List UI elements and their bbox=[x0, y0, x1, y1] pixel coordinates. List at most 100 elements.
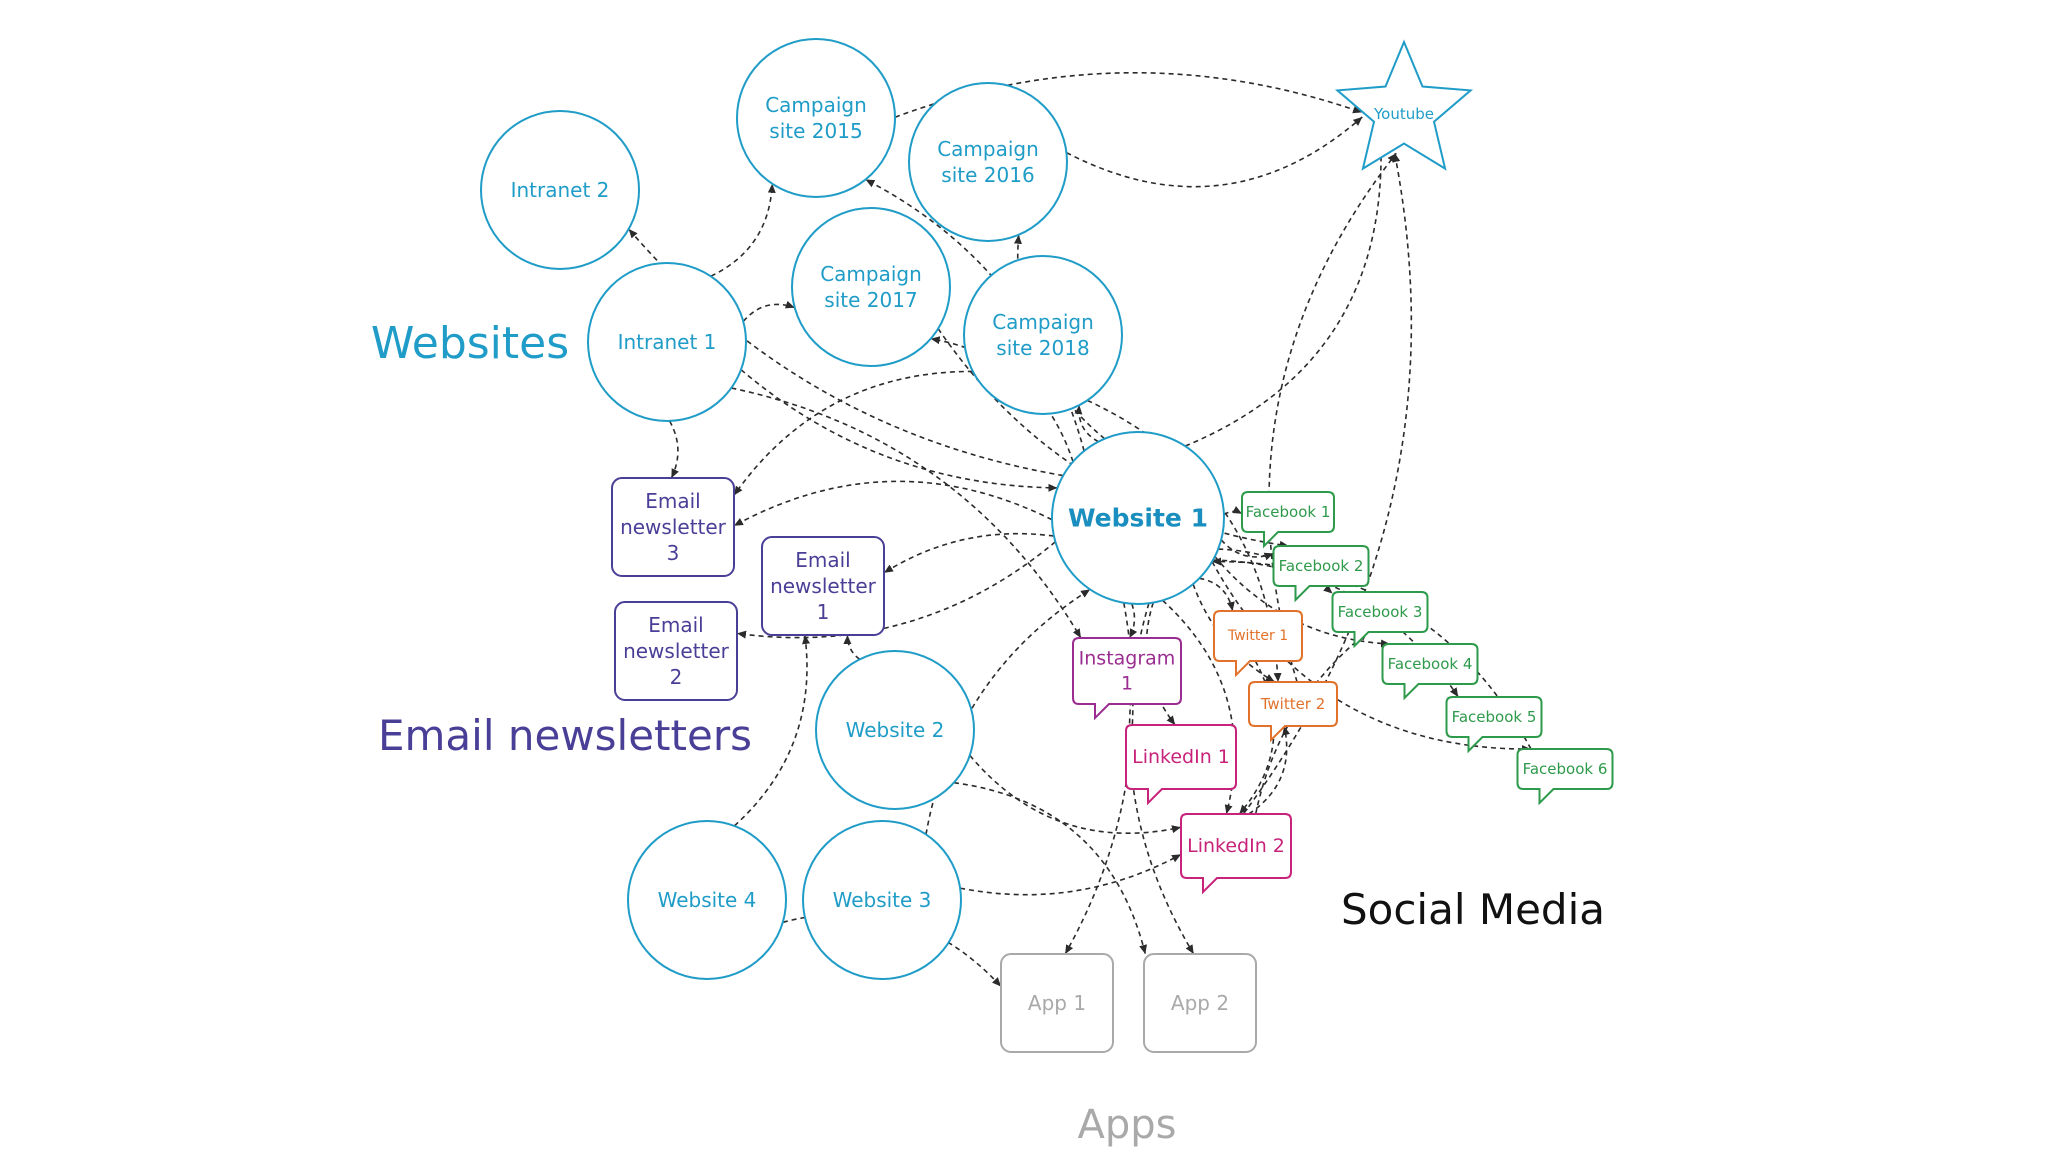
website-1-node[interactable]: Website 1 bbox=[1051, 431, 1225, 605]
email-newsletter-label: newsletter bbox=[620, 515, 727, 539]
website-label: Campaign bbox=[765, 93, 867, 117]
label-websites: Websites bbox=[371, 318, 569, 369]
email-newsletter-label: Email bbox=[645, 489, 701, 513]
website-circle bbox=[587, 262, 747, 422]
connection-arrow bbox=[1248, 725, 1291, 815]
website-circle bbox=[480, 110, 640, 270]
facebook-speech-bubble bbox=[1516, 748, 1614, 806]
facebook-speech-bubble bbox=[1331, 591, 1429, 649]
linkedin-speech-bubble bbox=[1180, 813, 1292, 895]
linkedin-label: LinkedIn 1 bbox=[1132, 746, 1230, 768]
website-label: Intranet 1 bbox=[618, 330, 717, 354]
app-label: App 2 bbox=[1171, 991, 1229, 1015]
email-newsletter-label: 1 bbox=[817, 600, 830, 624]
linkedin-1-node[interactable]: LinkedIn 1 bbox=[1125, 724, 1237, 806]
connection-arrow bbox=[1128, 603, 1138, 639]
email-newsletter-label: Email bbox=[795, 548, 851, 572]
website-circle bbox=[1051, 431, 1225, 605]
connection-arrow bbox=[969, 754, 1182, 834]
connection-arrow bbox=[1066, 116, 1363, 188]
connection-arrow bbox=[733, 370, 973, 496]
website-label: site 2018 bbox=[996, 336, 1089, 360]
facebook-label: Facebook 6 bbox=[1523, 760, 1608, 778]
facebook-6-node[interactable]: Facebook 6 bbox=[1516, 748, 1614, 806]
label-apps: Apps bbox=[1078, 1102, 1177, 1148]
instagram-label: Instagram bbox=[1079, 648, 1176, 670]
website-label: Website 3 bbox=[833, 888, 932, 912]
connection-arrow bbox=[1268, 152, 1397, 683]
website-label: site 2016 bbox=[941, 163, 1034, 187]
website-3-node[interactable]: Website 3 bbox=[802, 820, 962, 980]
website-2-node[interactable]: Website 2 bbox=[815, 650, 975, 810]
connection-arrow bbox=[1184, 147, 1386, 447]
website-label: site 2017 bbox=[824, 288, 917, 312]
linkedin-2-node[interactable]: LinkedIn 2 bbox=[1180, 813, 1292, 895]
website-circle bbox=[908, 82, 1068, 242]
website-circle bbox=[736, 38, 896, 198]
connection-arrow bbox=[1162, 599, 1236, 815]
website-label: Campaign bbox=[992, 310, 1094, 334]
twitter-1-node[interactable]: Twitter 1 bbox=[1213, 610, 1303, 678]
connection-arrow bbox=[710, 183, 776, 277]
connection-arrow bbox=[668, 420, 679, 479]
connection-arrow bbox=[1074, 405, 1099, 443]
twitter-label: Twitter 1 bbox=[1227, 628, 1288, 644]
youtube-star-icon bbox=[1334, 39, 1474, 171]
email-newsletter-label: 3 bbox=[667, 541, 680, 565]
email-newsletter-label: Email bbox=[648, 613, 704, 637]
facebook-speech-bubble bbox=[1381, 643, 1479, 701]
website-label: Intranet 2 bbox=[511, 178, 610, 202]
facebook-1-node[interactable]: Facebook 1 bbox=[1241, 491, 1335, 549]
facebook-label: Facebook 2 bbox=[1279, 557, 1364, 575]
website-label: Website 1 bbox=[1068, 504, 1208, 533]
facebook-speech-bubble bbox=[1445, 696, 1543, 754]
youtube-node[interactable]: Youtube bbox=[1334, 39, 1474, 171]
linkedin-label: LinkedIn 2 bbox=[1187, 835, 1285, 857]
connection-arrow bbox=[1238, 660, 1275, 815]
facebook-speech-bubble bbox=[1272, 545, 1370, 603]
app-label: App 1 bbox=[1028, 991, 1086, 1015]
youtube-label: Youtube bbox=[1373, 105, 1434, 123]
instagram-speech-bubble bbox=[1072, 637, 1182, 721]
email-newsletter-label: 2 bbox=[670, 665, 683, 689]
facebook-2-node[interactable]: Facebook 2 bbox=[1272, 545, 1370, 603]
intranet-2-node[interactable]: Intranet 2 bbox=[480, 110, 640, 270]
connection-arrow bbox=[628, 228, 1064, 477]
twitter-speech-bubble bbox=[1248, 681, 1338, 743]
website-label: Website 2 bbox=[846, 718, 945, 742]
website-label: Website 4 bbox=[658, 888, 757, 912]
connection-arrow bbox=[959, 853, 1182, 896]
app-2-node[interactable]: App 2 bbox=[1143, 953, 1257, 1053]
label-social-media: Social Media bbox=[1341, 885, 1605, 934]
facebook-5-node[interactable]: Facebook 5 bbox=[1445, 696, 1543, 754]
website-4-node[interactable]: Website 4 bbox=[627, 820, 787, 980]
connection-arrow bbox=[733, 480, 1053, 527]
facebook-4-node[interactable]: Facebook 4 bbox=[1381, 643, 1479, 701]
twitter-2-node[interactable]: Twitter 2 bbox=[1248, 681, 1338, 743]
connection-arrow bbox=[731, 387, 1082, 639]
app-box bbox=[1143, 953, 1257, 1053]
connection-arrow bbox=[883, 532, 1055, 574]
connection-arrow bbox=[1199, 577, 1235, 612]
website-circle bbox=[963, 255, 1123, 415]
app-1-node[interactable]: App 1 bbox=[1000, 953, 1114, 1053]
linkedin-speech-bubble bbox=[1125, 724, 1237, 806]
connection-arrow bbox=[740, 369, 1058, 492]
facebook-3-node[interactable]: Facebook 3 bbox=[1331, 591, 1429, 649]
instagram-label: 1 bbox=[1121, 672, 1133, 694]
intranet-1-node[interactable]: Intranet 1 bbox=[587, 262, 747, 422]
website-circle bbox=[802, 820, 962, 980]
label-email-newsletters: Email newsletters bbox=[378, 711, 752, 760]
email-newsletter-label: newsletter bbox=[623, 639, 730, 663]
connection-arrow bbox=[736, 541, 1056, 639]
connection-arrow bbox=[843, 634, 861, 660]
